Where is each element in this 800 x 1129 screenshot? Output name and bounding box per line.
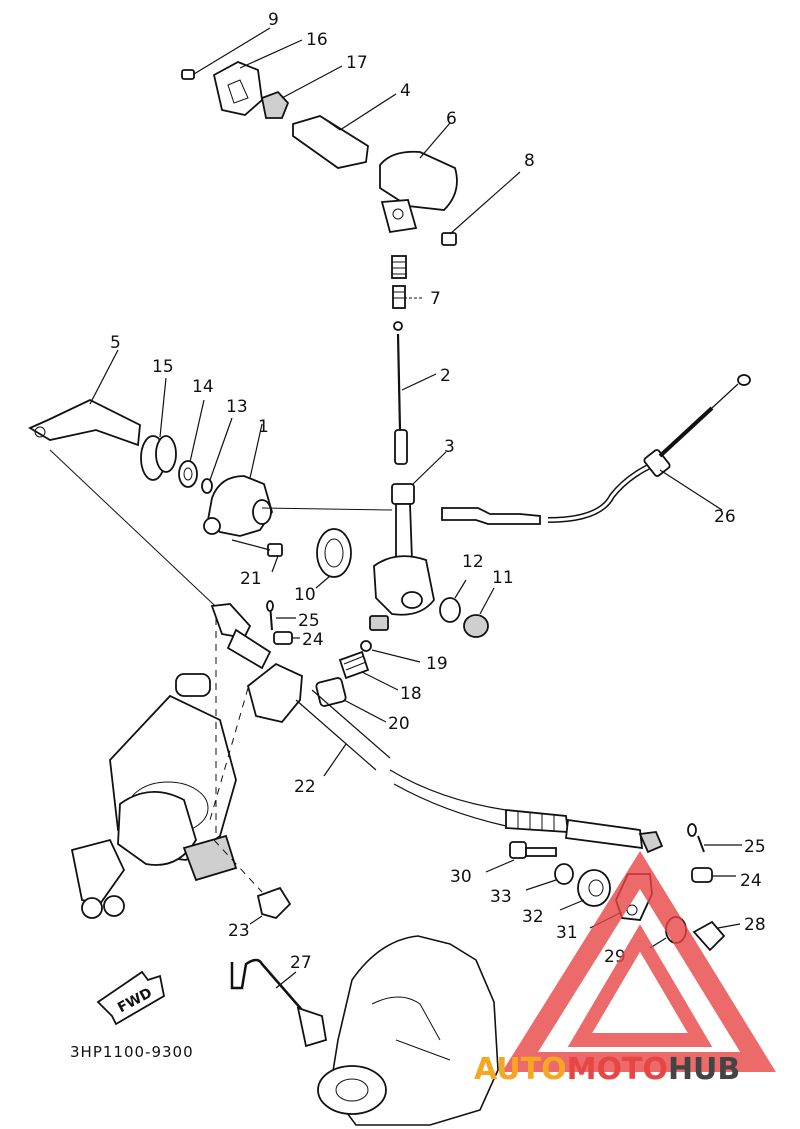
part-bolt-23 <box>249 886 292 925</box>
callout-c1: 1 <box>258 417 269 437</box>
callout-c14: 14 <box>192 377 214 397</box>
part-oring-13 <box>201 417 233 494</box>
callout-c8: 8 <box>524 151 535 171</box>
part-washer-12 <box>439 579 467 623</box>
callout-c20: 20 <box>388 714 410 734</box>
callout-c21: 21 <box>240 569 262 589</box>
part-cap-17 <box>260 65 343 119</box>
callout-c11: 11 <box>492 568 514 588</box>
callout-c26: 26 <box>714 507 736 527</box>
part-bushing-32 <box>559 869 611 911</box>
callout-c30: 30 <box>450 867 472 887</box>
watermark-text-auto: AUTO <box>474 1052 567 1087</box>
part-rod-27 <box>230 958 328 1048</box>
callout-c32: 32 <box>522 907 544 927</box>
callout-c6: 6 <box>446 109 457 129</box>
part-washer-33 <box>525 863 574 891</box>
watermark-logo: AUTOMOTOHUB <box>474 851 776 1087</box>
part-rod-2 <box>393 321 437 465</box>
part-pedal-6 <box>379 122 458 234</box>
watermark-text-hub: HUB <box>668 1052 740 1087</box>
callout-c17: 17 <box>346 53 368 73</box>
callout-c7: 7 <box>430 289 441 309</box>
part-bolt-30 <box>485 841 557 873</box>
callout-c2: 2 <box>440 366 451 386</box>
part-pin-25a <box>266 600 296 631</box>
callout-c25b: 25 <box>744 837 766 857</box>
part-bolt-8 <box>441 171 521 246</box>
diagram-code: 3HP1100-9300 <box>70 1043 194 1061</box>
part-lever-5 <box>28 349 141 447</box>
callout-c18: 18 <box>400 684 422 704</box>
callout-c25a: 25 <box>298 611 320 631</box>
part-frame-assembly <box>70 618 263 919</box>
part-ball-19 <box>360 640 421 663</box>
callout-c10: 10 <box>294 585 316 605</box>
part-bushing-15 <box>140 377 177 481</box>
callout-c9: 9 <box>268 10 279 30</box>
watermark-triangle-inner <box>567 924 713 1047</box>
callout-c24a: 24 <box>302 630 324 650</box>
part-seal-10 <box>315 528 352 589</box>
callout-c13: 13 <box>226 397 248 417</box>
callout-c16: 16 <box>306 30 328 50</box>
part-nut-11 <box>463 587 495 638</box>
part-engine-case <box>317 935 499 1126</box>
part-pin-24b <box>691 867 736 883</box>
part-linkage-22 <box>49 449 664 854</box>
callout-c3: 3 <box>444 437 455 457</box>
part-spring-7 <box>391 255 424 309</box>
part-shaft-3 <box>369 451 447 631</box>
svg-text:AUTOMOTOHUB: AUTOMOTOHUB <box>474 1052 740 1087</box>
watermark-text-moto: MOTO <box>567 1052 668 1087</box>
part-screw-9 <box>181 27 271 80</box>
callout-c31: 31 <box>556 923 578 943</box>
callout-c5: 5 <box>110 333 121 353</box>
fwd-arrow: FWD <box>96 970 166 1026</box>
callout-c22: 22 <box>294 777 316 797</box>
callout-c23: 23 <box>228 921 250 941</box>
callout-c15: 15 <box>152 357 174 377</box>
part-cable-26 <box>441 374 751 525</box>
callout-c24b: 24 <box>740 871 762 891</box>
part-pad-4 <box>292 93 397 169</box>
part-washer-14 <box>178 399 205 488</box>
part-bracket-16 <box>212 39 303 116</box>
part-pin-25b <box>687 823 742 853</box>
part-spring-18 <box>338 650 399 691</box>
callout-c19: 19 <box>426 654 448 674</box>
callout-c33: 33 <box>490 887 512 907</box>
callout-c27: 27 <box>290 953 312 973</box>
part-housing-1 <box>203 423 273 537</box>
part-block-20 <box>315 677 387 723</box>
callout-c12: 12 <box>462 552 484 572</box>
part-pin-24a <box>273 631 300 645</box>
callout-c28: 28 <box>744 915 766 935</box>
part-bolt-21 <box>231 539 283 573</box>
callout-labels: 9161746872515141313262110121125241918202… <box>110 10 766 973</box>
part-clip-28 <box>692 920 741 952</box>
watermark-triangle <box>501 851 776 1072</box>
callout-c4: 4 <box>400 81 411 101</box>
